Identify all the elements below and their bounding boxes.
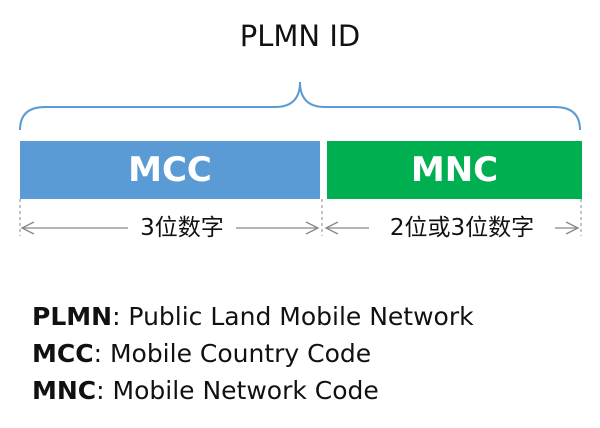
mnc-segment: MNC	[327, 141, 582, 199]
legend: PLMN: Public Land Mobile Network MCC: Mo…	[32, 298, 474, 409]
mnc-digit-count: 2位或3位数字	[369, 213, 555, 243]
plmn-brace	[19, 81, 581, 131]
legend-definition: : Mobile Network Code	[96, 376, 379, 405]
mcc-arrow-right	[305, 221, 320, 235]
mnc-arrow-left	[324, 221, 339, 235]
legend-term: PLMN	[32, 302, 113, 331]
mcc-arrow-left	[20, 221, 35, 235]
legend-item-mcc: MCC: Mobile Country Code	[32, 335, 474, 372]
mnc-arrow-right	[565, 221, 580, 235]
diagram-title: PLMN ID	[239, 19, 361, 53]
legend-item-mnc: MNC: Mobile Network Code	[32, 372, 474, 409]
legend-item-plmn: PLMN: Public Land Mobile Network	[32, 298, 474, 335]
legend-term: MCC	[32, 339, 94, 368]
legend-definition: : Mobile Country Code	[93, 339, 372, 368]
legend-definition: : Public Land Mobile Network	[112, 302, 474, 331]
mnc-segment-label: MNC	[410, 150, 499, 190]
mcc-digit-count: 3位数字	[128, 213, 236, 243]
mcc-segment: MCC	[20, 141, 320, 199]
mcc-segment-label: MCC	[128, 150, 212, 190]
legend-term: MNC	[32, 376, 97, 405]
